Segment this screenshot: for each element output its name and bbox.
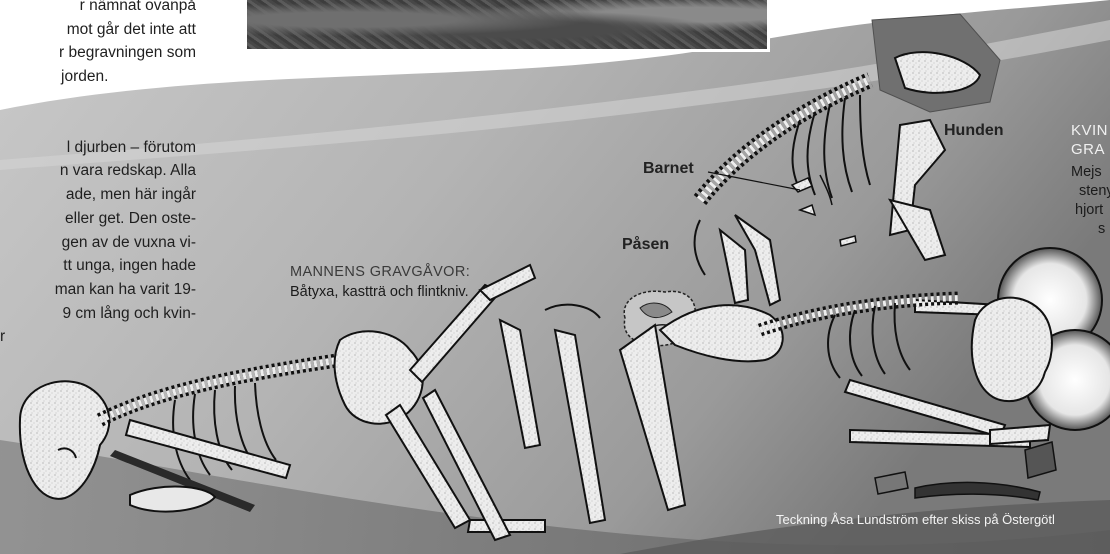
text-line: r begravningen som (0, 41, 196, 65)
woman-skeleton (760, 248, 1110, 447)
text-line: n vara redskap. Alla (0, 159, 196, 183)
text-line: jorden. (0, 65, 196, 89)
woman-heading-line: GRA (1071, 140, 1108, 159)
drawing-credit-caption: Teckning Åsa Lundström efter skiss på Ös… (776, 512, 1055, 527)
woman-item-line: hjort (1071, 201, 1110, 220)
boat-axe (130, 487, 215, 512)
text-line: ade, men här ingår (0, 183, 196, 207)
text-line: 9 cm lång och kvin- (0, 302, 196, 326)
man-grave-goods-heading: MANNENS GRAVGÅVOR: (290, 264, 470, 280)
man-pelvis (335, 331, 423, 423)
woman-grave-goods-list: Mejs steny hjort s (1071, 163, 1110, 239)
woman-grave-goods (875, 442, 1056, 500)
man-grave-goods-list: Båtyxa, kastträ och flintkniv. (290, 284, 469, 300)
woman-item-line: steny (1071, 182, 1110, 201)
excavation-photo (244, 0, 770, 52)
label-hunden: Hunden (944, 122, 1004, 140)
text-line: r nämnat ovanpå (0, 0, 196, 18)
woman-heading-line: KVIN (1071, 121, 1108, 140)
text-line: gen av de vuxna vi- (0, 231, 196, 255)
label-barnet: Barnet (643, 160, 694, 178)
body-text-column: r nämnat ovanpå mot går det inte att r b… (0, 0, 196, 349)
text-line: r (0, 325, 196, 349)
antler-tool (915, 482, 1040, 500)
woman-item-line: Mejs (1071, 163, 1110, 182)
label-pasen: Påsen (622, 236, 669, 254)
woman-grave-goods-heading: KVIN GRA (1071, 121, 1108, 159)
text-line: man kan ha varit 19- (0, 278, 196, 302)
woman-skull (972, 298, 1052, 401)
text-line: eller get. Den oste- (0, 207, 196, 231)
man-skull (20, 381, 109, 499)
photo-image (247, 0, 767, 49)
dog-skeleton (695, 52, 1000, 315)
barnet-pointer (708, 172, 800, 190)
chisel (875, 472, 908, 494)
text-line: mot går det inte att (0, 18, 196, 42)
child-bones (792, 175, 856, 246)
text-line: l djurben – förutom (0, 136, 196, 160)
woman-item-line: s (1071, 220, 1110, 239)
text-line: tt unga, ingen hade (0, 254, 196, 278)
